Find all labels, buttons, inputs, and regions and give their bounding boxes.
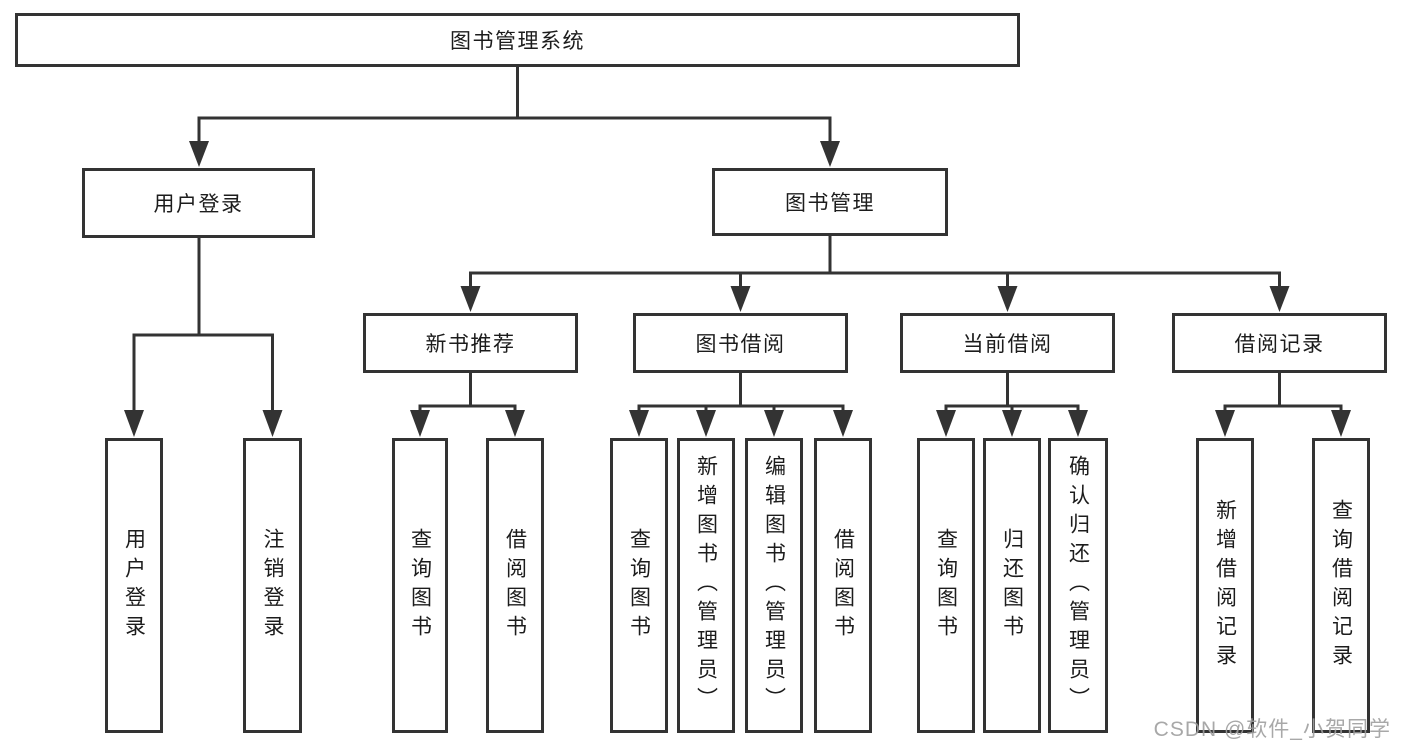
arrow-down-icon (1331, 410, 1351, 437)
arrow-down-icon (820, 141, 840, 167)
connector-lines (132, 67, 1343, 411)
node-current-borrowing: 当前借阅 (900, 313, 1115, 373)
leaf-borrow-books-recommend: 借阅图书 (486, 438, 544, 733)
node-new-book-recommend: 新书推荐 (363, 313, 578, 373)
leaf-confirm-return-admin: 确认归还（管理员） (1048, 438, 1108, 733)
arrow-down-icon (1002, 410, 1022, 437)
arrowhead-icons (124, 141, 1351, 437)
leaf-query-books-current: 查询图书 (917, 438, 975, 733)
node-user-login: 用户登录 (82, 168, 315, 238)
arrow-down-icon (936, 410, 956, 437)
arrow-down-icon (730, 286, 751, 312)
arrow-down-icon (833, 410, 853, 437)
watermark: CSDN @软件_小贺同学 (1153, 718, 1391, 741)
arrow-down-icon (764, 410, 784, 437)
leaf-edit-books-admin: 编辑图书（管理员） (745, 438, 803, 733)
node-borrowing-records: 借阅记录 (1172, 313, 1387, 373)
arrow-down-icon (189, 141, 209, 167)
leaf-query-books-borrowing: 查询图书 (610, 438, 668, 733)
leaf-query-borrow-record: 查询借阅记录 (1312, 438, 1370, 733)
arrow-down-icon (505, 410, 525, 437)
arrow-down-icon (1068, 410, 1088, 437)
node-book-management: 图书管理 (712, 168, 948, 236)
leaf-return-books: 归还图书 (983, 438, 1041, 733)
leaf-query-books-recommend: 查询图书 (392, 438, 448, 733)
leaf-add-books-admin: 新增图书（管理员） (677, 438, 735, 733)
arrow-down-icon (1215, 410, 1235, 437)
arrow-down-icon (696, 410, 716, 437)
arrow-down-icon (629, 410, 649, 437)
node-library-system: 图书管理系统 (15, 13, 1020, 67)
arrow-down-icon (410, 410, 430, 437)
arrow-down-icon (1269, 286, 1290, 312)
node-book-borrowing: 图书借阅 (633, 313, 848, 373)
leaf-add-borrow-record: 新增借阅记录 (1196, 438, 1254, 733)
arrow-down-icon (262, 410, 283, 437)
arrow-down-icon (460, 286, 481, 312)
arrow-down-icon (124, 410, 144, 437)
leaf-borrow-books-borrowing: 借阅图书 (814, 438, 872, 733)
arrow-down-icon (997, 286, 1018, 312)
leaf-logout: 注销登录 (243, 438, 302, 733)
leaf-user-login: 用户登录 (105, 438, 163, 733)
